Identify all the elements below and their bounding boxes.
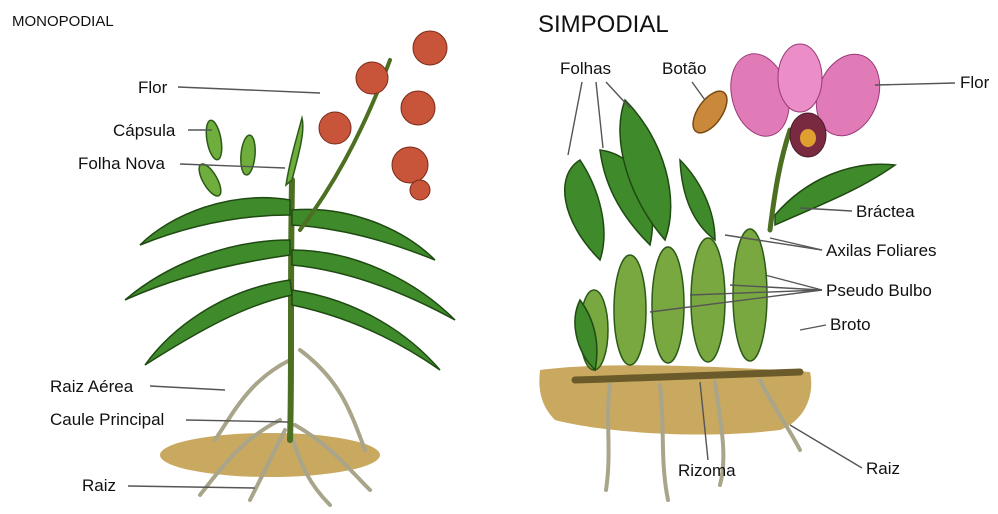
monopodial-soil: [160, 433, 380, 477]
monopodial-title: MONOPODIAL: [12, 13, 114, 30]
label-rizoma: Rizoma: [678, 461, 736, 480]
monopodial-illustration: [125, 31, 455, 505]
monopodial-aerial-root: [215, 360, 290, 440]
label-flor-simpodial: Flor: [960, 73, 990, 92]
simpodial-flower: [722, 44, 890, 157]
simpodial-leaf: [565, 160, 604, 260]
label-flor-monopodial: Flor: [138, 78, 168, 97]
monopodial-new-leaf: [286, 118, 303, 185]
label-raiz-simpodial: Raiz: [866, 459, 900, 478]
label-pseudo-bulbo: Pseudo Bulbo: [826, 281, 932, 300]
monopodial-capsule: [204, 119, 225, 161]
label-botao: Botão: [662, 59, 706, 78]
simpodial-illustration: [539, 44, 895, 500]
simpodial-pseudobulb: [614, 255, 646, 365]
label-folha-nova: Folha Nova: [78, 154, 165, 173]
label-axilas-foliares: Axilas Foliares: [826, 241, 937, 260]
label-caule-principal: Caule Principal: [50, 410, 164, 429]
label-capsula: Cápsula: [113, 121, 176, 140]
label-broto: Broto: [830, 315, 871, 334]
label-folhas: Folhas: [560, 59, 611, 78]
label-bractea: Bráctea: [856, 202, 915, 221]
simpodial-bud: [686, 85, 733, 138]
label-raiz-aerea: Raiz Aérea: [50, 377, 134, 396]
simpodial-title: SIMPODIAL: [538, 11, 669, 38]
label-raiz-monopodial: Raiz: [82, 476, 116, 495]
